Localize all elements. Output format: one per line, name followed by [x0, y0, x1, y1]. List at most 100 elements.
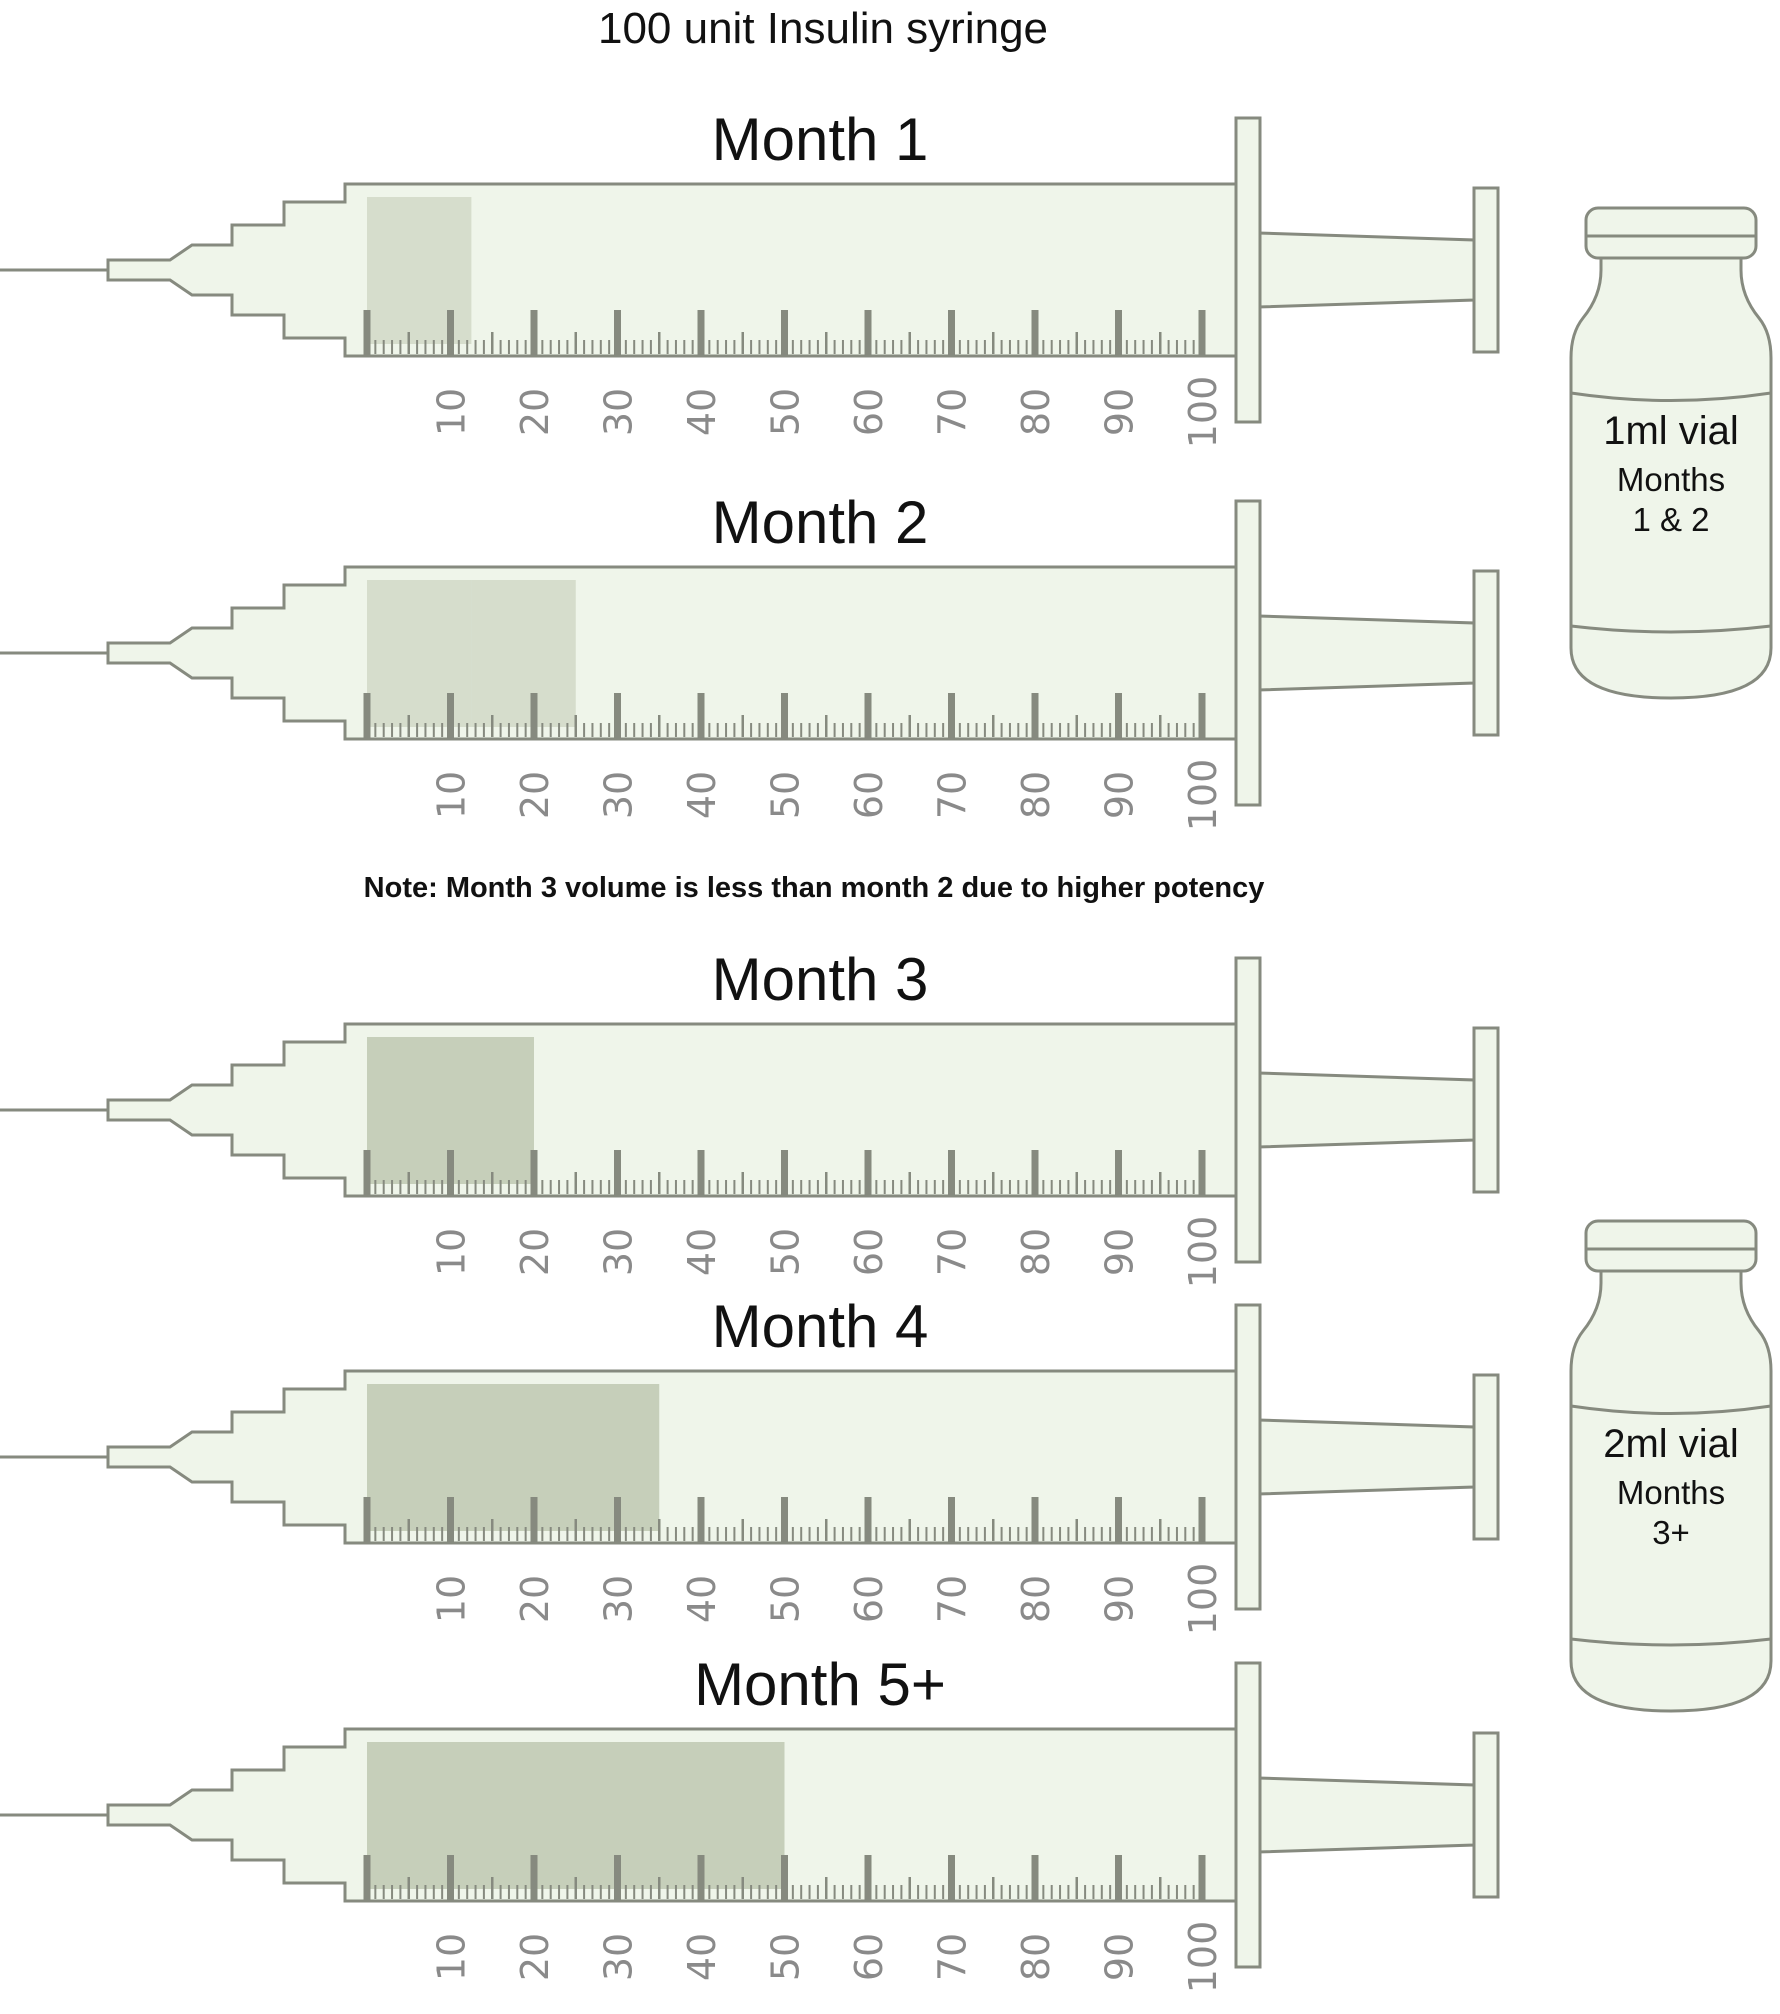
plunger-thumb-rest — [1472, 186, 1500, 354]
major-tick — [1115, 693, 1122, 739]
scale-number: 100 — [1181, 376, 1225, 449]
major-tick — [447, 1497, 454, 1543]
major-tick — [530, 1497, 538, 1543]
plunger-thumb-rest — [1472, 1026, 1500, 1194]
scale-number: 20 — [513, 1228, 557, 1276]
finger-flange — [1234, 116, 1262, 424]
vial-1 — [1569, 206, 1773, 700]
finger-flange — [1234, 956, 1262, 1264]
scale-number: 50 — [764, 1933, 808, 1981]
dose-fill — [367, 580, 472, 727]
major-tick — [363, 1150, 371, 1196]
scale-number: 40 — [680, 771, 724, 819]
major-tick — [781, 1497, 788, 1543]
scale-number: 80 — [1014, 1575, 1058, 1623]
scale-number: 30 — [597, 1228, 641, 1276]
plunger-thumb-rest — [1472, 569, 1500, 737]
dose-fill — [367, 1384, 660, 1531]
major-tick — [697, 1497, 705, 1543]
major-tick — [447, 1855, 454, 1901]
vial-2 — [1569, 1219, 1773, 1713]
major-tick — [781, 1855, 788, 1901]
major-tick — [1198, 310, 1206, 356]
syringe-barrel — [106, 182, 1240, 358]
scale-number: 100 — [1181, 759, 1225, 832]
major-tick — [614, 693, 621, 739]
major-tick — [1031, 1150, 1039, 1196]
scale-number: 100 — [1181, 1216, 1225, 1289]
plunger-rod — [1256, 1776, 1476, 1854]
major-tick — [363, 1497, 371, 1543]
major-tick — [1115, 1855, 1122, 1901]
scale-number: 40 — [680, 388, 724, 436]
major-tick — [447, 693, 454, 739]
major-tick — [948, 693, 955, 739]
major-tick — [530, 1150, 538, 1196]
scale-number: 80 — [1014, 1228, 1058, 1276]
plunger-rod — [1256, 1418, 1476, 1496]
scale-number: 70 — [931, 1933, 975, 1981]
vial-cap — [1584, 206, 1758, 260]
major-tick — [363, 693, 371, 739]
scale-number: 20 — [513, 1933, 557, 1981]
major-tick — [614, 1150, 621, 1196]
plunger-thumb-rest — [1472, 1373, 1500, 1541]
scale-number: 40 — [680, 1228, 724, 1276]
major-tick — [1198, 693, 1206, 739]
major-tick — [1031, 310, 1039, 356]
major-tick — [447, 310, 454, 356]
scale-number: 70 — [931, 388, 975, 436]
finger-flange — [1234, 1661, 1262, 1969]
major-tick — [363, 1855, 371, 1901]
scale-number: 100 — [1181, 1921, 1225, 1994]
dose-fill — [367, 197, 472, 344]
major-tick — [614, 1497, 621, 1543]
major-tick — [1115, 1150, 1122, 1196]
major-tick — [864, 1150, 872, 1196]
scale-number: 90 — [1098, 1933, 1142, 1981]
scale-number: 80 — [1014, 1933, 1058, 1981]
major-tick — [948, 1497, 955, 1543]
scale-number: 30 — [597, 771, 641, 819]
major-tick — [948, 310, 955, 356]
scale-number: 10 — [430, 1575, 474, 1623]
major-tick — [948, 1855, 955, 1901]
scale-number: 10 — [430, 1933, 474, 1981]
major-tick — [864, 693, 872, 739]
major-tick — [363, 310, 371, 356]
vial-label-line — [1570, 1404, 1772, 1415]
plunger-thumb-rest — [1472, 1731, 1500, 1899]
plunger-rod — [1256, 1071, 1476, 1149]
scale-number: 30 — [597, 1575, 641, 1623]
dose-fill — [471, 580, 576, 727]
dose-fill — [367, 1742, 785, 1889]
scale-number: 90 — [1098, 1228, 1142, 1276]
scale-number: 60 — [847, 1575, 891, 1623]
scale-number: 90 — [1098, 388, 1142, 436]
vial-label-line — [1570, 624, 1772, 634]
major-tick — [781, 693, 788, 739]
major-tick — [1198, 1497, 1206, 1543]
major-tick — [530, 693, 538, 739]
major-tick — [447, 1150, 454, 1196]
scale-number: 50 — [764, 1575, 808, 1623]
major-tick — [530, 1855, 538, 1901]
vial-label-line — [1570, 391, 1772, 402]
major-tick — [781, 1150, 788, 1196]
major-tick — [697, 310, 705, 356]
major-tick — [1115, 1497, 1122, 1543]
vial-cap — [1584, 1219, 1758, 1273]
major-tick — [1115, 310, 1122, 356]
major-tick — [1198, 1150, 1206, 1196]
major-tick — [781, 310, 788, 356]
scale-number: 80 — [1014, 388, 1058, 436]
scale-number: 50 — [764, 1228, 808, 1276]
major-tick — [1031, 693, 1039, 739]
scale-number: 70 — [931, 1575, 975, 1623]
